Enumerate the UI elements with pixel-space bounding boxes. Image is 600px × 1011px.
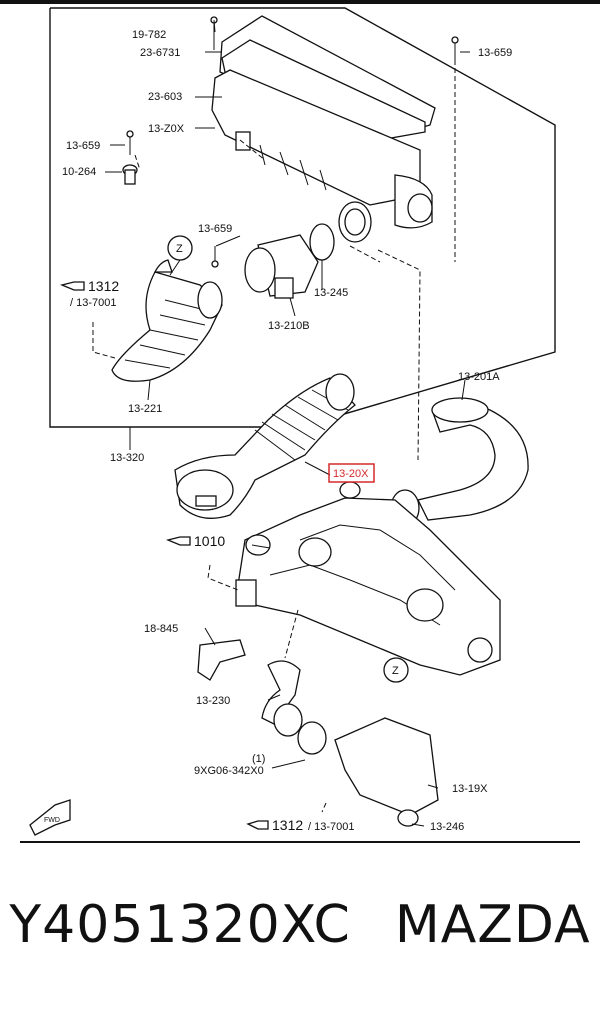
brand-name: MAZDA	[394, 895, 591, 955]
callout-13-z0x: 13-Z0X	[148, 123, 185, 135]
callout-1312-bottom: 1312	[272, 817, 303, 833]
resonator-13-19x	[334, 717, 439, 827]
callout-19-782: 19-782	[132, 29, 166, 41]
hand-ref-icon-1312-top	[59, 281, 85, 291]
callout-10-264: 10-264	[62, 166, 96, 178]
z-marker-lower-label: Z	[392, 665, 399, 677]
intake-duct	[174, 373, 356, 519]
fwd-arrow: FWD	[29, 799, 71, 836]
callout-1312-top: 1312	[88, 278, 119, 294]
callout-13-210b: 13-210B	[268, 320, 310, 332]
part-number: Y4051320XC	[9, 895, 351, 955]
hand-ref-icon-1312-bottom	[246, 820, 269, 830]
air-cleaner-case	[210, 15, 459, 243]
callout-9xg06-342x0: 9XG06-342X0	[194, 765, 264, 777]
maf-housing	[211, 234, 319, 299]
callout-13-659-top: 13-659	[478, 47, 512, 59]
callout-qty-1: (1)	[252, 753, 265, 765]
callout-13-221: 13-221	[128, 403, 162, 415]
part-caption: Y4051320XC MAZDA	[0, 895, 600, 975]
solid-leaders	[105, 19, 470, 827]
callout-13-246: 13-246	[430, 821, 464, 833]
callout-13-201a: 13-201A	[458, 371, 500, 383]
callout-1010: 1010	[194, 533, 225, 549]
callout-13-230: 13-230	[196, 695, 230, 707]
callout-23-603: 23-603	[148, 91, 182, 103]
fwd-label: FWD	[44, 817, 60, 824]
bolt-grommet	[122, 130, 138, 185]
callout-13-659-mid: 13-659	[198, 223, 232, 235]
callout-13-659-left: 13-659	[66, 140, 100, 152]
bracket-18-845	[197, 639, 246, 681]
highlight-box	[328, 463, 375, 483]
upper-assembly-frame	[49, 7, 556, 428]
z-marker-lower	[383, 657, 409, 683]
hose-13-230	[261, 660, 327, 755]
top-border	[0, 0, 600, 4]
callout-13-19x: 13-19X	[452, 783, 488, 795]
z-marker-upper-label: Z	[176, 243, 183, 255]
callout-13-7001-top: / 13-7001	[70, 297, 116, 309]
callout-23-6731: 23-6731	[140, 47, 180, 59]
hose-13-201a	[390, 397, 529, 527]
accordion-hose	[111, 259, 223, 382]
dashed-leaders	[92, 60, 456, 813]
callout-13-320: 13-320	[110, 452, 144, 464]
callout-13-20x: 13-20X	[333, 468, 369, 480]
callout-13-7001-bottom: / 13-7001	[308, 821, 354, 833]
callout-18-845: 18-845	[144, 623, 178, 635]
callout-13-245: 13-245	[314, 287, 348, 299]
hand-ref-icon-1010	[165, 536, 191, 546]
intake-manifold	[235, 481, 501, 676]
